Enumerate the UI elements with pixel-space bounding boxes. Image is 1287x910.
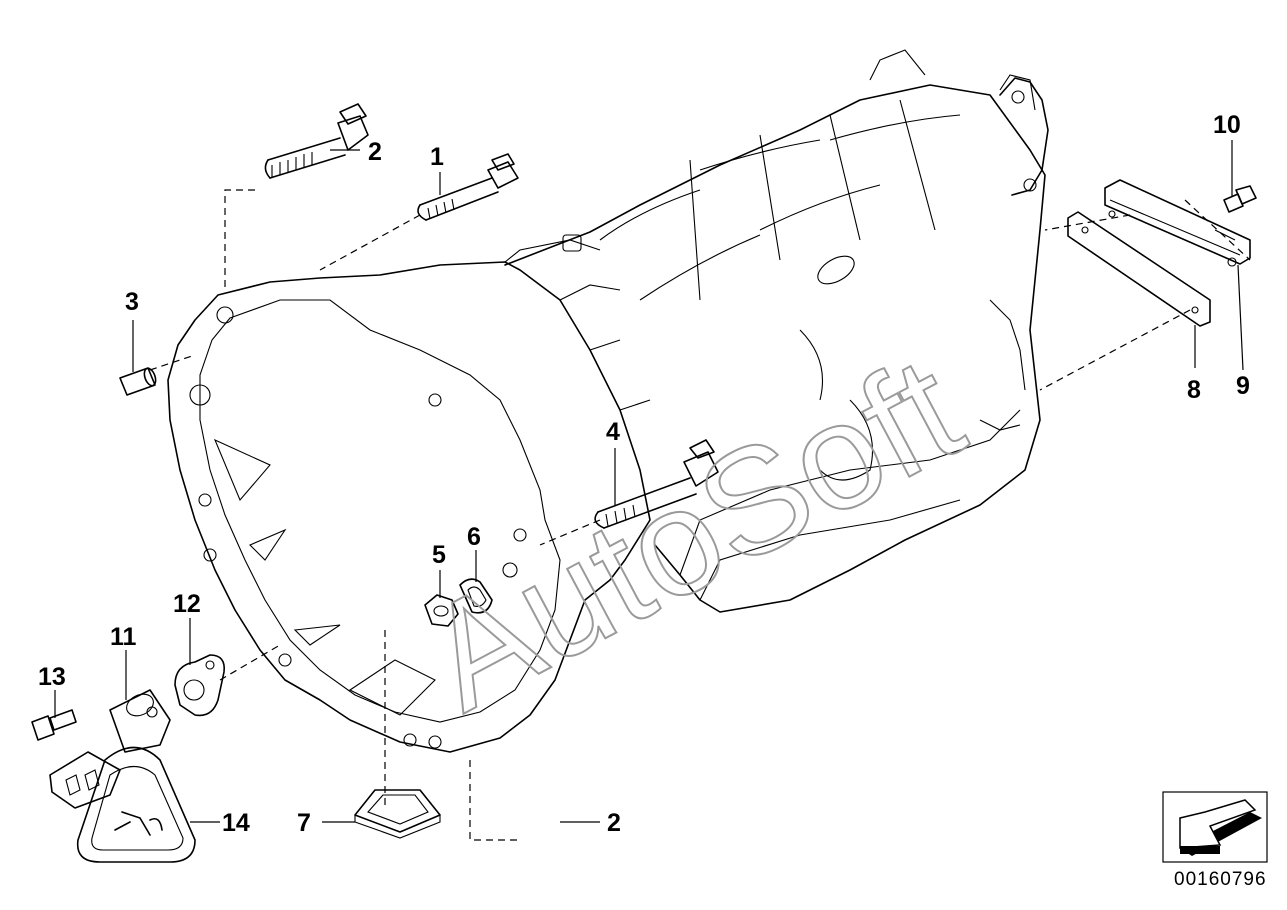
screw-part-13 [31, 709, 77, 741]
bell-housing [167, 234, 651, 753]
rubber-mount-part-7 [354, 789, 441, 839]
dowel-sleeve-part-3 [119, 367, 157, 396]
arrow-icon [1179, 799, 1262, 856]
bolt-part-10 [1223, 185, 1257, 213]
callout-7: 7 [297, 809, 311, 837]
callout-2-bottom: 2 [607, 809, 621, 837]
mounting-plates-part-8-9 [1067, 179, 1251, 327]
callout-6: 6 [467, 523, 481, 551]
callout-13: 13 [38, 663, 66, 691]
watermark-text: AutoSoft [399, 324, 986, 742]
callout-12: 12 [173, 590, 201, 618]
callout-10: 10 [1213, 111, 1241, 139]
callout-labels: 1 2 3 4 5 6 7 8 9 10 11 12 13 14 2 [38, 111, 1250, 837]
bolt-part-1 [417, 153, 519, 221]
callout-14: 14 [222, 809, 250, 837]
callout-9: 9 [1236, 372, 1250, 400]
warning-label-part-14 [76, 746, 196, 863]
callout-4: 4 [606, 418, 620, 446]
leader-lines [54, 140, 1244, 823]
document-number: 00160796 [1174, 869, 1267, 890]
gasket-part-12 [174, 654, 226, 717]
sensor-part-11 [49, 689, 171, 809]
nut-part-5 [424, 594, 459, 627]
callout-2-top: 2 [368, 138, 382, 166]
bolt-part-4 [594, 439, 719, 529]
bolt-part-2-top [264, 103, 369, 179]
installation-lines [149, 189, 1251, 841]
callout-11: 11 [110, 623, 137, 651]
callout-3: 3 [125, 288, 139, 316]
callout-1: 1 [430, 143, 444, 171]
callout-8: 8 [1187, 376, 1201, 404]
callout-5: 5 [432, 541, 446, 569]
reference-box [1162, 791, 1268, 863]
transmission-housing [504, 49, 1049, 613]
bracket-part-6 [459, 578, 493, 614]
